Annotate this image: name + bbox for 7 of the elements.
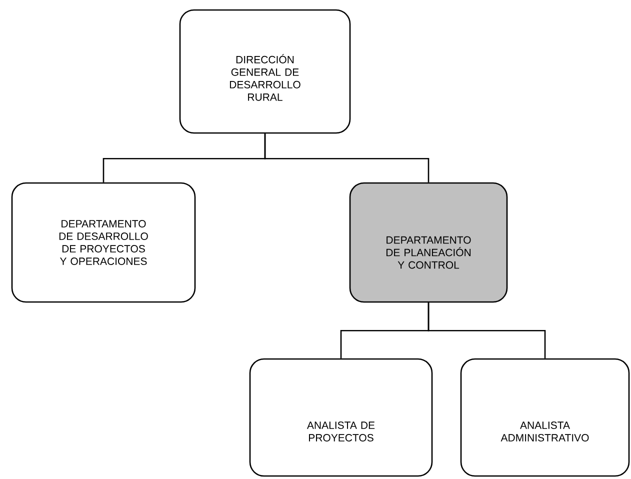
org-box: DEPARTAMENTO DE PLANEACIÓN Y CONTROL	[349, 182, 508, 303]
org-box: DEPARTAMENTO DE DESARROLLO DE PROYECTOS Y OPERACIONES	[11, 182, 196, 303]
org-box: ANALISTA DE PROYECTOS	[249, 358, 433, 477]
connector-line	[428, 302, 546, 358]
org-box: ANALISTA ADMINISTRATIVO	[460, 358, 630, 477]
connector-line	[264, 134, 430, 182]
org-box: DIRECCIÓN GENERAL DE DESARROLLO RURAL	[179, 9, 351, 134]
